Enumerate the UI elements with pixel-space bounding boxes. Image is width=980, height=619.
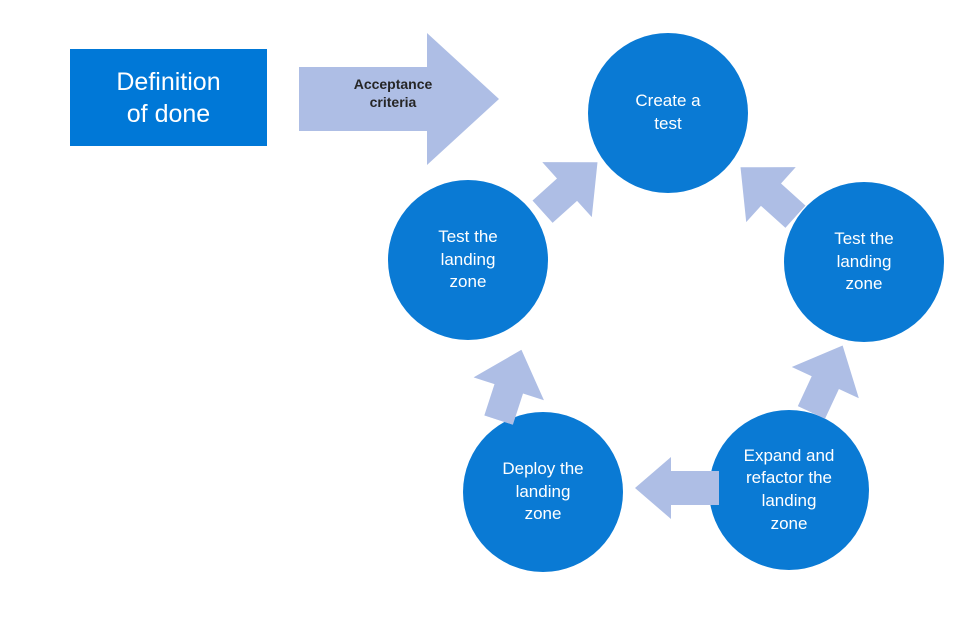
cycle-node-create-test: Create a test bbox=[588, 33, 748, 193]
block-arrow-southwest-icon bbox=[791, 345, 859, 419]
connector-expand-to-deploy bbox=[635, 457, 719, 519]
cycle-node-test-right: Test the landing zone bbox=[784, 182, 944, 342]
connector-deploy-to-test-left bbox=[463, 338, 556, 431]
definition-of-done-label: Definition of done bbox=[116, 67, 221, 128]
block-arrow-northeast-icon bbox=[473, 349, 544, 425]
cycle-node-label: Test the landing zone bbox=[834, 229, 894, 294]
cycle-node-label: Test the landing zone bbox=[438, 227, 498, 292]
block-arrow-northeast-icon bbox=[532, 162, 598, 223]
acceptance-criteria-label: Acceptance criteria bbox=[353, 76, 433, 111]
cycle-node-label: Create a test bbox=[635, 91, 701, 133]
connector-create-to-test-right bbox=[716, 140, 821, 245]
cycle-node-deploy: Deploy the landing zone bbox=[463, 412, 623, 572]
connector-test-left-to-create bbox=[518, 135, 623, 240]
cycle-node-test-left: Test the landing zone bbox=[388, 180, 548, 340]
block-arrow-right-icon bbox=[299, 33, 499, 165]
cycle-node-label: Deploy the landing zone bbox=[502, 459, 584, 524]
acceptance-criteria-arrow: Acceptance criteria bbox=[299, 33, 499, 165]
block-arrow-west-icon bbox=[635, 457, 719, 519]
cycle-node-expand-refactor: Expand and refactor the landing zone bbox=[709, 410, 869, 570]
definition-of-done-box: Definition of done bbox=[70, 49, 267, 146]
block-arrow-southeast-icon bbox=[740, 167, 806, 228]
connector-test-right-to-expand bbox=[778, 330, 876, 428]
cycle-node-label: Expand and refactor the landing zone bbox=[743, 445, 835, 533]
